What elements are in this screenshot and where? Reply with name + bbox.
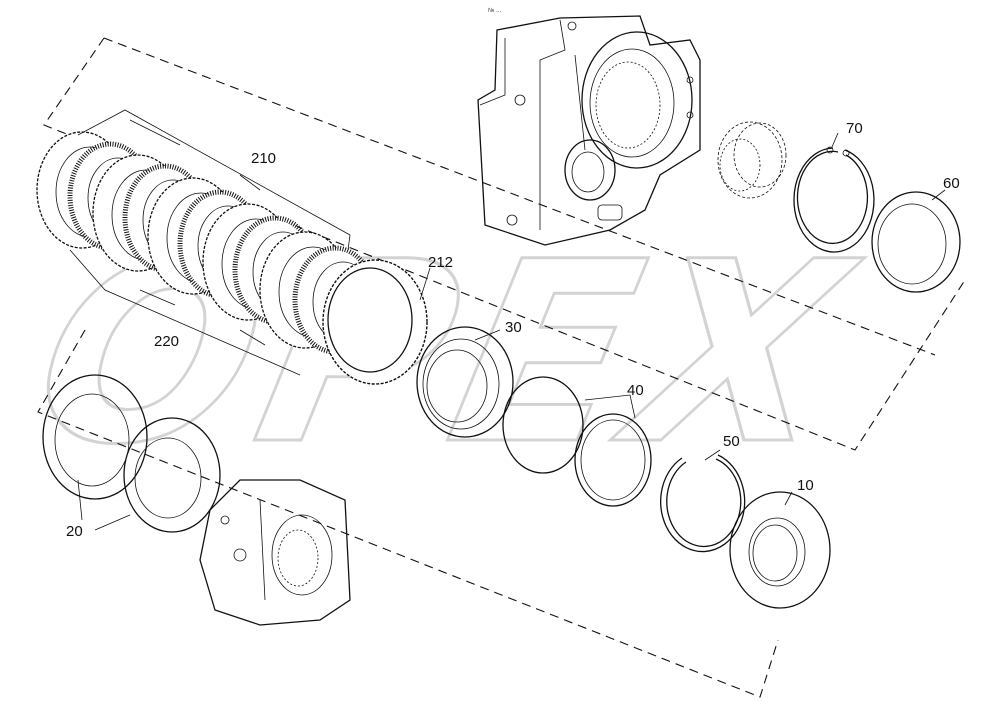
gear-hub <box>717 121 787 199</box>
callouts: 10 20 30 40 50 60 70 210 212 220 <box>66 120 960 540</box>
callout-220: 220 <box>154 333 179 350</box>
callout-212: 212 <box>428 254 453 271</box>
end-disk-212 <box>322 259 428 385</box>
thrust-washer-20a <box>42 374 148 500</box>
thrust-washer-20b <box>123 417 221 533</box>
header-text: № ... <box>488 7 501 14</box>
seal-ring-40b <box>574 413 652 507</box>
clutch-disk-stack <box>36 109 428 385</box>
lower-housing <box>199 479 351 626</box>
snap-ring-50 <box>659 454 746 553</box>
transmission-housing <box>477 15 701 246</box>
callout-210: 210 <box>251 150 276 167</box>
callout-70: 70 <box>846 120 863 137</box>
assembly-lines <box>37 37 966 698</box>
callout-30: 30 <box>505 319 522 336</box>
washer-60 <box>871 191 961 293</box>
washer-10 <box>729 491 831 609</box>
callout-10: 10 <box>797 477 814 494</box>
callout-60: 60 <box>943 175 960 192</box>
leader-lines <box>77 132 946 531</box>
callout-40: 40 <box>627 382 644 399</box>
piston-30 <box>416 326 514 438</box>
snap-ring-70 <box>793 146 875 253</box>
callout-20: 20 <box>66 523 83 540</box>
seal-ring-40a <box>502 376 584 474</box>
callout-50: 50 <box>723 433 740 450</box>
